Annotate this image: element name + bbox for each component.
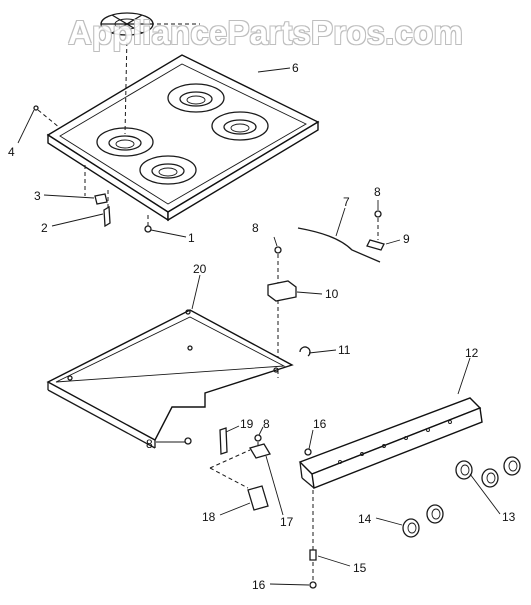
part-screw-16-upper (304, 448, 312, 456)
callout-17: 17 (280, 515, 294, 529)
part-screw-8-center (274, 246, 282, 254)
burner-bowl-rear-right (211, 111, 269, 141)
burner-bowls (96, 83, 269, 185)
part-bracket-17 (249, 443, 271, 459)
burner-bowl-front-right (139, 155, 197, 185)
callout-13: 13 (502, 510, 516, 524)
callout-15: 15 (353, 561, 367, 575)
cooktop-assembly (46, 12, 320, 222)
cooktop-inner-rim (59, 63, 307, 205)
knob-4 (481, 468, 499, 488)
base-panel-20 (46, 309, 294, 449)
callout-8-lower: 8 (263, 417, 270, 431)
callout-12: 12 (465, 346, 479, 360)
lower-bracket-parts (184, 427, 271, 511)
part-clip-3 (94, 193, 108, 205)
callout-2: 2 (41, 221, 48, 235)
callout-11: 11 (338, 343, 351, 357)
part-screw-4 (33, 105, 39, 111)
part-screw-8-lower (254, 434, 262, 442)
part-clip-11 (299, 346, 311, 357)
callout-8-right: 8 (374, 185, 381, 199)
cooktop-top (46, 54, 320, 213)
callout-9: 9 (403, 232, 410, 246)
part-screw-16-lower (309, 581, 317, 589)
part-bracket-2 (103, 205, 111, 228)
callout-18: 18 (202, 510, 216, 524)
callout-8-lower-left: 8 (146, 437, 153, 451)
part-screw-15 (309, 549, 317, 561)
callout-4: 4 (8, 145, 15, 159)
burner-bowl-rear-left (167, 83, 225, 113)
part-screw-8-right (374, 210, 382, 218)
control-knobs (402, 456, 521, 538)
callout-6: 6 (292, 61, 299, 75)
knob-2 (426, 504, 444, 524)
callout-7: 7 (343, 195, 350, 209)
leader-lines (17, 67, 501, 586)
callout-8-center: 8 (252, 221, 259, 235)
callout-16-upper: 16 (313, 417, 327, 431)
bottom-screws (309, 490, 317, 589)
part-clip-9 (366, 239, 385, 251)
callout-19: 19 (240, 417, 254, 431)
part-screw-1 (144, 225, 152, 233)
part-rod-7 (297, 227, 381, 263)
callout-labels: 6 4 3 2 1 7 8 9 8 10 11 20 12 8 19 8 16 … (8, 61, 516, 592)
part-screw-8-lower-left (184, 437, 192, 445)
callout-10: 10 (325, 287, 339, 301)
callout-14: 14 (358, 512, 372, 526)
knob-1 (402, 518, 420, 538)
callout-16-lower: 16 (252, 578, 266, 592)
control-panel-12 (298, 397, 483, 489)
burner-rod-assembly (297, 210, 385, 263)
callout-3: 3 (34, 189, 41, 203)
knob-5 (503, 456, 521, 476)
part-bracket-10 (267, 280, 297, 302)
knob-3 (455, 460, 473, 480)
callout-1: 1 (188, 231, 195, 245)
part-bracket-19 (219, 427, 228, 455)
cooktop-hinge-parts (33, 105, 152, 233)
part-bracket-18 (247, 485, 269, 511)
cooktop-side-edge (167, 120, 319, 222)
callout-20: 20 (193, 262, 207, 276)
burner-grate (100, 12, 154, 36)
